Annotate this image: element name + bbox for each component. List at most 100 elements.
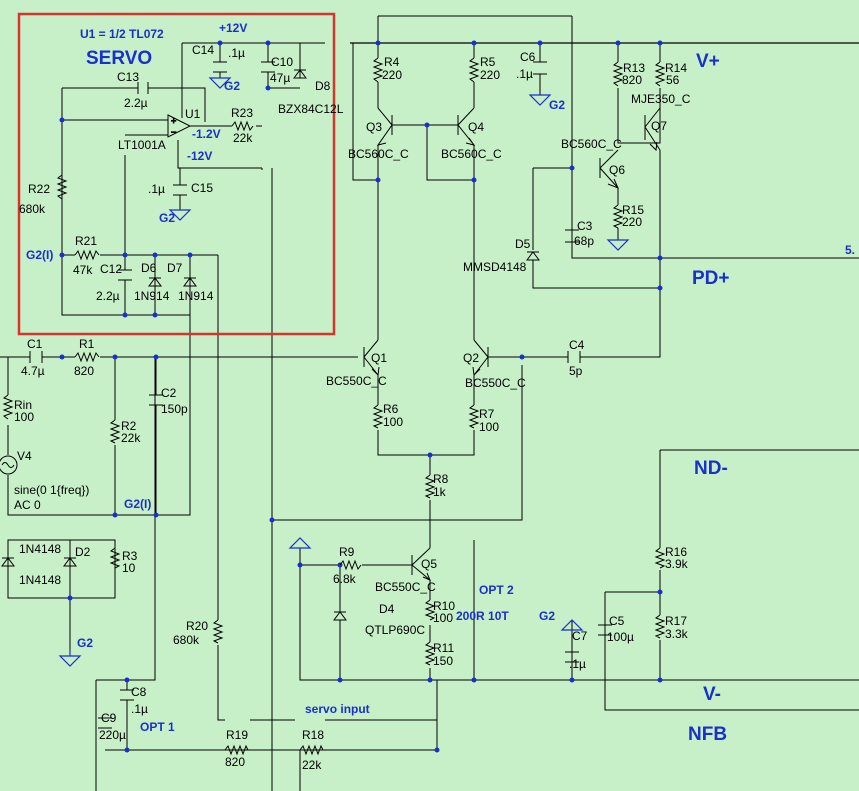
- ref-r18: R18: [302, 728, 324, 742]
- servo-note: U1 = 1/2 TL072: [80, 27, 164, 41]
- ref-r6: R6: [383, 402, 399, 416]
- net-g2-c6: G2: [549, 98, 565, 112]
- net-opt2: OPT 2: [479, 583, 514, 597]
- val-c9: 220µ: [99, 728, 126, 742]
- val-r4: 220: [382, 68, 402, 82]
- ref-c10: C10: [271, 55, 293, 69]
- capacitor-c13: [137, 82, 149, 94]
- val-q7: MJE350_C: [631, 92, 691, 106]
- ref-c4: C4: [569, 338, 585, 352]
- capacitor-c3: [565, 229, 579, 243]
- ref-c8: C8: [131, 685, 147, 699]
- ref-q5: Q5: [421, 557, 437, 571]
- diode-symbols: [1, 69, 540, 621]
- val-q2: BC550C_C: [465, 376, 526, 390]
- val-c4: 5p: [569, 364, 583, 378]
- resistor-r21: [74, 249, 100, 261]
- capacitor-c10: [261, 61, 275, 73]
- svg-text:+: +: [171, 116, 176, 126]
- val-r19: 820: [225, 755, 245, 769]
- val-c1: 4.7µ: [21, 364, 45, 378]
- val-r13: 820: [622, 73, 642, 87]
- transistor-q5: [411, 528, 431, 581]
- ref-r19: R19: [226, 728, 248, 742]
- opamp-u1: + −: [167, 114, 192, 138]
- svg-text:−: −: [171, 127, 176, 137]
- ref-c15: C15: [191, 181, 213, 195]
- capacitor-c14: [213, 61, 227, 73]
- val-d5: MMSD4148: [463, 260, 527, 274]
- wires: [0, 15, 859, 791]
- resistor-r16: [654, 547, 666, 569]
- ground-g2-d2: [58, 650, 82, 667]
- resistor-r9: [339, 559, 362, 571]
- ref-r2: R2: [121, 419, 137, 433]
- resistor-r8: [424, 474, 436, 499]
- ref-c2: C2: [161, 386, 177, 400]
- resistor-r2: [109, 419, 121, 444]
- resistor-symbols: [2, 57, 666, 756]
- val-r7: 100: [479, 420, 499, 434]
- capacitor-c7: [565, 651, 579, 663]
- val-r15: 220: [622, 215, 642, 229]
- net-g2-c7: G2: [539, 609, 555, 623]
- ref-d4: D4: [379, 602, 395, 616]
- transistor-q6: [599, 149, 619, 189]
- diode-d2: [63, 557, 77, 567]
- val-r8: 1k: [433, 485, 447, 499]
- capacitor-c2: [149, 394, 163, 406]
- ref-d2: D2: [75, 545, 91, 559]
- diode-d1: [1, 557, 15, 567]
- val2-v4: AC 0: [14, 498, 41, 512]
- val-v4: sine(0 1{freq}): [14, 483, 89, 497]
- servo-title: SERVO: [86, 48, 152, 69]
- capacitor-c4: [567, 351, 581, 363]
- ref-rin: Rin: [14, 398, 32, 412]
- diode-d6: [148, 277, 162, 287]
- transistor-q3: [376, 107, 393, 146]
- ref-r15: R15: [622, 203, 644, 217]
- ref-r1: R1: [79, 337, 95, 351]
- ref-u1: U1: [185, 107, 201, 121]
- ref-q2: Q2: [463, 351, 479, 365]
- val-r21: 47k: [73, 263, 93, 277]
- rail-edge-5: 5.: [845, 243, 855, 257]
- diode-d7: [183, 277, 197, 287]
- ref-v4: V4: [17, 449, 32, 463]
- net-servo-input: servo input: [305, 702, 370, 716]
- val-d6: 1N914: [134, 289, 170, 303]
- resistor-r18: [299, 744, 324, 756]
- capacitor-c5: [598, 624, 612, 636]
- rail-vplus: V+: [696, 51, 720, 72]
- val-d4: QTLP690C: [365, 623, 425, 637]
- ref-r23: R23: [231, 106, 253, 120]
- val-d8: BZX84C12L: [278, 102, 344, 116]
- resistor-r22: [56, 174, 68, 200]
- val-r20: 680k: [173, 633, 200, 647]
- diode-d4: [333, 611, 347, 621]
- resistor-r4: [372, 57, 384, 83]
- ref-r9: R9: [339, 545, 355, 559]
- net-g2-c15: G2: [159, 211, 175, 225]
- val-c14: .1µ: [228, 46, 245, 60]
- ref-r3: R3: [122, 549, 138, 563]
- ref-r10: R10: [433, 599, 455, 613]
- val-q4: BC560C_C: [441, 147, 502, 161]
- diode-d8: [293, 69, 307, 79]
- resistor-r13: [612, 61, 624, 87]
- rail-pdplus: PD+: [692, 268, 730, 289]
- ref-q6: Q6: [609, 163, 625, 177]
- capacitor-c12: [118, 269, 132, 281]
- val-r11: 150: [433, 654, 453, 668]
- val-c2: 150p: [161, 402, 188, 416]
- val-c3: 68p: [574, 234, 594, 248]
- ref-r4: R4: [384, 55, 400, 69]
- val-c15: .1µ: [148, 182, 165, 196]
- val-q6: BC560C_C: [561, 137, 622, 151]
- val-c10: 47µ: [270, 71, 290, 85]
- ground-g2-c7: [560, 619, 584, 631]
- resistor-r20: [212, 619, 224, 644]
- ref-q4: Q4: [468, 120, 484, 134]
- resistor-r7: [468, 404, 480, 429]
